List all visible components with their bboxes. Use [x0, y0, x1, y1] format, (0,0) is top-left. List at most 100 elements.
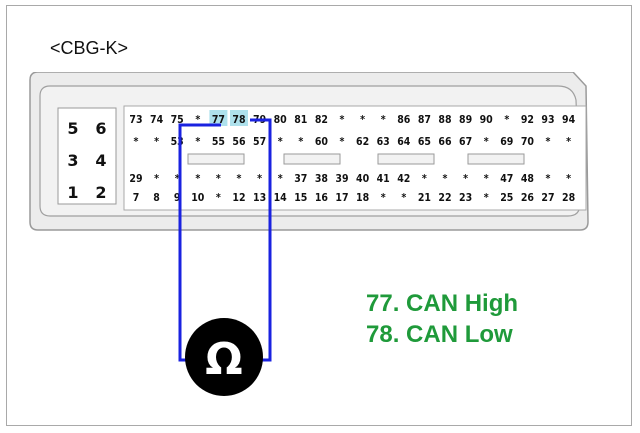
pin-unused: * [381, 114, 386, 126]
pin-label: 66 [438, 136, 452, 148]
pin-label: 27 [541, 192, 554, 204]
pin-label: 56 [232, 136, 246, 148]
pin-unused: * [340, 136, 345, 148]
pin-unused: * [546, 136, 551, 148]
pin-unused: * [216, 192, 221, 204]
pin-unused: * [484, 136, 489, 148]
pin-label: 62 [356, 136, 369, 148]
pin-unused: * [278, 136, 283, 148]
pin-unused: * [340, 114, 345, 126]
pin-label: 23 [459, 192, 472, 204]
pin-unused: * [566, 173, 571, 185]
pin-legend: 77. CAN High 78. CAN Low [366, 288, 518, 350]
pin-label: 9 [174, 192, 181, 204]
highlight-cell [230, 110, 248, 126]
diagram-frame [6, 5, 632, 426]
pin-label: 29 [129, 173, 142, 185]
pin-label: 1 [67, 183, 78, 202]
pin-label: 89 [459, 114, 472, 126]
pin-unused: * [195, 136, 200, 148]
pin-label: 4 [95, 151, 106, 170]
pin-label: 40 [356, 173, 370, 185]
pin-unused: * [504, 114, 509, 126]
pin-unused: * [484, 173, 489, 185]
pin-label: 8 [153, 192, 160, 204]
pin-unused: * [360, 114, 365, 126]
pin-label: 7 [133, 192, 140, 204]
pin-unused: * [195, 114, 200, 126]
pin-label: 67 [459, 136, 472, 148]
pin-unused: * [134, 136, 139, 148]
pin-unused: * [381, 192, 386, 204]
pin-label: 18 [356, 192, 369, 204]
pin-label: 39 [335, 173, 348, 185]
pin-label: 78 [232, 114, 245, 126]
pin-unused: * [463, 173, 468, 185]
pin-unused: * [195, 173, 200, 185]
legend-can-low: 78. CAN Low [366, 321, 513, 348]
pin-label: 26 [521, 192, 535, 204]
pin-label: 38 [315, 173, 328, 185]
key-slot-3 [377, 153, 435, 165]
pin-label: 13 [253, 192, 266, 204]
pin-label: 75 [171, 114, 184, 126]
key-slot-2 [283, 153, 341, 165]
pin-label: 70 [521, 136, 535, 148]
pin-unused: * [546, 173, 551, 185]
pin-label: 87 [418, 114, 431, 126]
pin-unused: * [401, 192, 406, 204]
highlight-cell [209, 110, 228, 126]
pin-label: 15 [294, 192, 307, 204]
pin-label: 3 [67, 151, 78, 170]
pin-label: 14 [274, 192, 288, 204]
pin-unused: * [175, 173, 180, 185]
pin-label: 47 [500, 173, 513, 185]
key-slot-4 [467, 153, 525, 165]
pin-label: 12 [232, 192, 245, 204]
pin-label: 93 [541, 114, 554, 126]
pin-unused: * [154, 136, 159, 148]
pin-label: 90 [480, 114, 494, 126]
pin-label: 63 [377, 136, 390, 148]
pin-label: 10 [191, 192, 205, 204]
key-slot-1 [187, 153, 245, 165]
pin-label: 6 [95, 119, 106, 138]
pin-label: 28 [562, 192, 575, 204]
pin-label: 60 [315, 136, 329, 148]
pin-label: 94 [562, 114, 576, 126]
pin-label: 82 [315, 114, 328, 126]
pin-label: 86 [397, 114, 411, 126]
pin-label: 53 [171, 136, 184, 148]
pin-label: 25 [500, 192, 513, 204]
pin-label: 79 [253, 114, 266, 126]
pin-label: 73 [129, 114, 142, 126]
pin-label: 37 [294, 173, 307, 185]
left-pin-block [57, 107, 117, 205]
pin-unused: * [278, 173, 283, 185]
pin-label: 22 [438, 192, 451, 204]
pin-label: 57 [253, 136, 266, 148]
pin-label: 17 [335, 192, 348, 204]
pin-unused: * [298, 136, 303, 148]
pin-unused: * [422, 173, 427, 185]
pin-label: 88 [438, 114, 451, 126]
connector-title: <CBG-K> [50, 38, 129, 58]
pin-unused: * [216, 173, 221, 185]
pin-label: 16 [315, 192, 329, 204]
pin-label: 21 [418, 192, 431, 204]
pin-label: 48 [521, 173, 534, 185]
pin-label: 74 [150, 114, 164, 126]
pin-label: 92 [521, 114, 534, 126]
pin-label: 41 [377, 173, 390, 185]
pin-label: 65 [418, 136, 431, 148]
legend-can-high: 77. CAN High [366, 290, 519, 317]
pin-label: 69 [500, 136, 513, 148]
pin-unused: * [484, 192, 489, 204]
pin-label: 2 [95, 183, 106, 202]
pin-unused: * [566, 136, 571, 148]
pin-unused: * [154, 173, 159, 185]
pin-label: 5 [67, 119, 78, 138]
pin-unused: * [257, 173, 262, 185]
pin-label: 55 [212, 136, 225, 148]
